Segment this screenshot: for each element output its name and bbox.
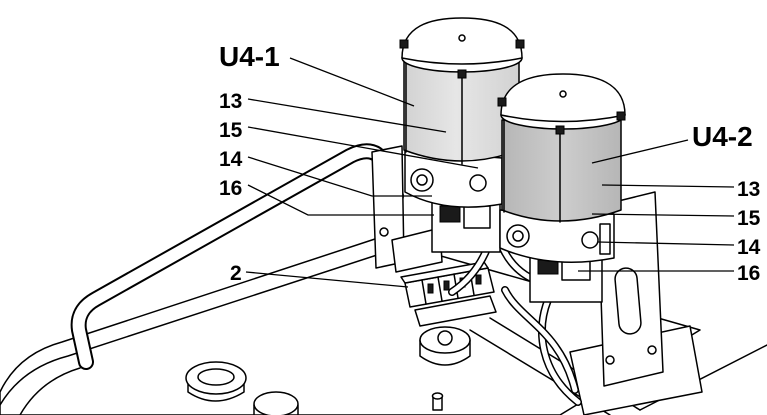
callout-label-left-13: 13 <box>219 90 242 113</box>
pump-1-lid-hole <box>458 34 466 42</box>
pump-2-element <box>506 224 530 248</box>
pump-1-lid-clip <box>399 39 409 49</box>
leader-left-14 <box>247 156 432 197</box>
pump-u4-1 <box>399 17 525 253</box>
breather-cap <box>253 391 299 415</box>
filler-cap-top <box>185 361 247 395</box>
leader-2 <box>245 271 409 288</box>
callout-label-right-16: 16 <box>737 262 760 285</box>
distributor-outlet <box>443 280 450 291</box>
pump-1-element-center <box>416 174 428 186</box>
distributor-block <box>400 261 497 327</box>
leader-left-16 <box>247 184 434 216</box>
callout-label-2: 2 <box>230 262 242 285</box>
small-bolt-head <box>431 392 444 400</box>
callout-label-left-14: 14 <box>219 148 243 171</box>
hose <box>539 297 581 405</box>
left-bracket-hole <box>379 227 389 237</box>
pump-2-lid-clip <box>497 97 507 107</box>
callout-label-right-13: 13 <box>737 178 760 201</box>
pump-2-outlet <box>581 231 599 249</box>
pump-1-lid-clip <box>515 39 525 49</box>
pump-1-outlet <box>469 174 487 192</box>
callout-label-left-16: 16 <box>219 177 242 200</box>
left-bracket-foot <box>391 227 443 273</box>
tank-edge-inner <box>0 253 381 406</box>
pump-2-element-center <box>512 230 524 242</box>
left-bracket <box>371 145 443 273</box>
pump-2-housing <box>499 209 615 263</box>
callout-label-right-14: 14 <box>737 236 761 259</box>
callout-label-right-15: 15 <box>737 207 761 230</box>
filler-cap <box>185 361 247 402</box>
filler-cap-center <box>197 368 235 386</box>
leader-u4-2 <box>591 139 689 164</box>
tank-corner-line <box>19 367 81 415</box>
right-bracket-hole <box>605 355 615 365</box>
distributor-outlet <box>427 283 434 294</box>
distributor-outlet <box>475 274 482 285</box>
right-bracket-hole <box>647 345 657 355</box>
small-bolt <box>431 392 444 411</box>
pump-1-connector <box>439 205 461 223</box>
pump-2-lid-clip <box>555 125 565 135</box>
pump-2-reservoir <box>501 119 622 222</box>
leader-right-15 <box>591 213 735 217</box>
pump-2-fitting <box>599 223 611 255</box>
distributor-mount-plate <box>414 295 497 327</box>
callout-labels-right: U4-2 13 15 14 16 <box>692 121 761 285</box>
leader-right-13 <box>601 184 735 188</box>
pump-1-lid-clip <box>457 69 467 79</box>
pump-1-element <box>410 168 434 192</box>
callout-label-u4-1: U4-1 <box>219 41 280 72</box>
callout-labels-left: U4-1 13 15 14 16 2 <box>219 41 280 285</box>
leader-left-15 <box>247 126 479 169</box>
leader-lines <box>245 57 735 288</box>
pump-2-lid-clip <box>616 111 626 121</box>
callout-label-left-15: 15 <box>219 119 243 142</box>
right-bracket-slot <box>614 267 642 335</box>
pump-1-label-plate <box>463 205 491 229</box>
callout-label-u4-2: U4-2 <box>692 121 753 152</box>
breather-cap-top <box>253 391 299 415</box>
hose <box>502 287 578 393</box>
lower-fitting-center <box>437 330 453 346</box>
leader-right-14 <box>597 241 735 246</box>
pump-2-lid-hole <box>559 90 567 98</box>
leader-u4-1 <box>289 57 415 107</box>
lower-fitting <box>419 326 471 366</box>
pump-u4-2 <box>497 73 626 303</box>
distributor-segment-line <box>421 279 427 305</box>
distributor-segment-line <box>437 276 443 302</box>
leader-left-13 <box>247 98 447 133</box>
